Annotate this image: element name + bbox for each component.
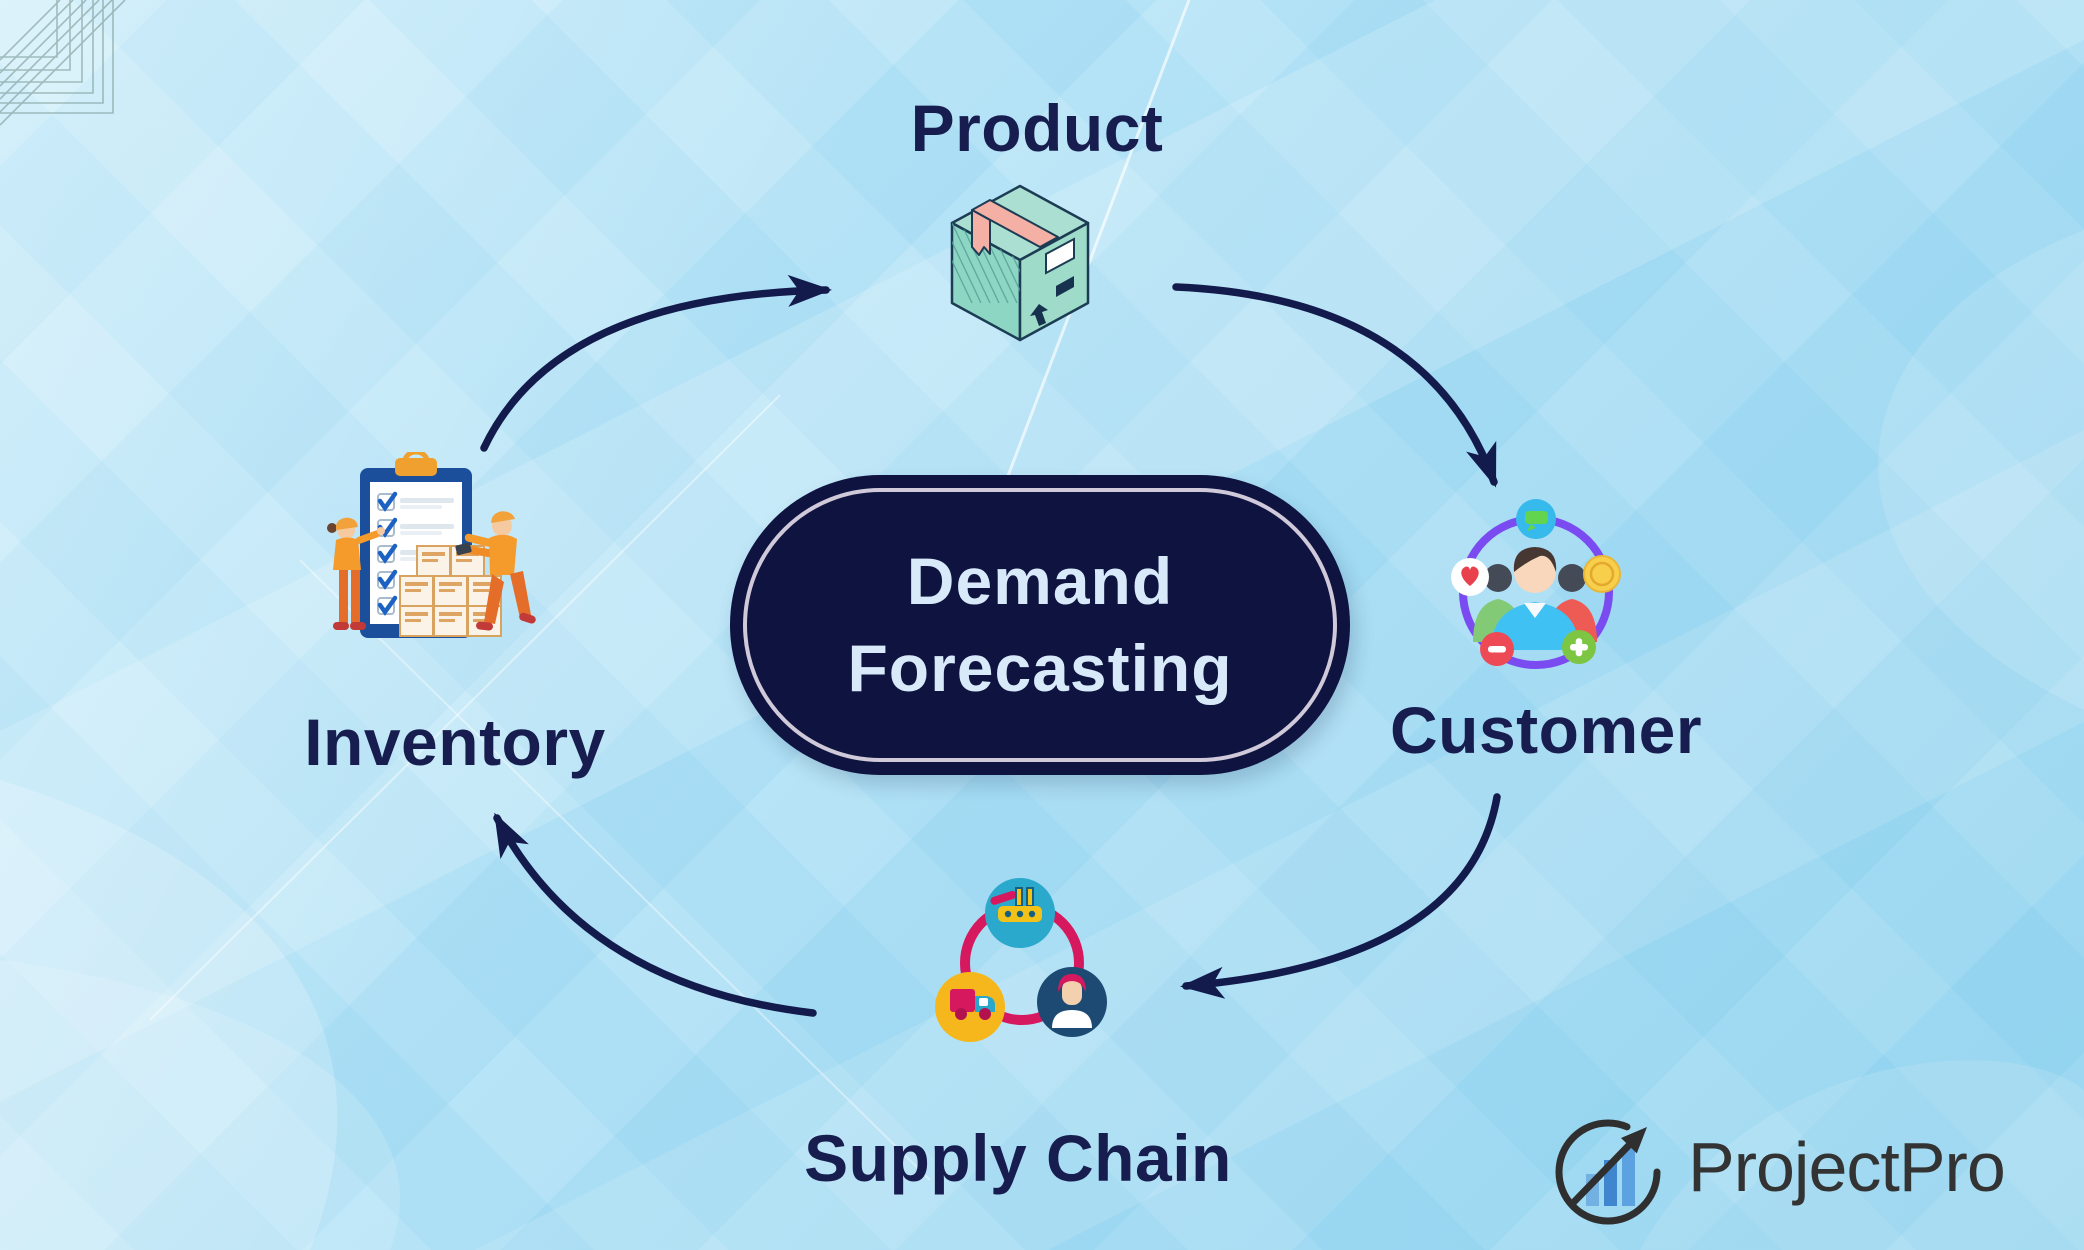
center-title-line2: Forecasting xyxy=(847,631,1233,705)
customer-group-icon xyxy=(1451,499,1621,669)
arrow-product-to-customer xyxy=(1172,283,1498,488)
inventory-checklist-icon xyxy=(327,452,536,638)
box-tape-hanging xyxy=(971,209,991,256)
worker-woman xyxy=(327,517,385,630)
center-title-pill: Demand Forecasting xyxy=(730,475,1350,775)
box-stamp xyxy=(1056,276,1074,297)
supply-chain-cycle-icon xyxy=(935,878,1107,1042)
label-customer: Customer xyxy=(1389,693,1703,767)
corner-squares-ornament xyxy=(0,0,126,126)
person-node xyxy=(1037,967,1107,1037)
arrow-supplychain-to-inventory xyxy=(493,812,817,1017)
brand-logo: ProjectPro xyxy=(1548,1102,2006,1232)
wave-shape xyxy=(0,780,338,1250)
customer-badges xyxy=(1451,499,1621,666)
box-tape-top xyxy=(971,199,1059,248)
label-product: Product xyxy=(910,91,1164,165)
customer-people xyxy=(1473,547,1597,650)
box-label xyxy=(1045,237,1075,275)
label-inventory: Inventory xyxy=(304,705,606,779)
center-title: Demand Forecasting xyxy=(847,538,1232,712)
box-arrow-mark xyxy=(1030,304,1048,326)
growth-chart-logo-icon xyxy=(1555,1119,1661,1225)
brand-name: ProjectPro xyxy=(1688,1128,2006,1206)
label-supply-chain: Supply Chain xyxy=(804,1121,1232,1195)
package-box-icon xyxy=(950,184,1090,342)
arrow-customer-to-supplychain xyxy=(1180,793,1501,999)
box-tape-lines xyxy=(405,552,496,622)
arrow-inventory-to-product xyxy=(480,274,832,452)
wave-shape xyxy=(1878,230,2084,710)
center-title-line1: Demand xyxy=(906,543,1174,618)
wave-shape xyxy=(0,960,400,1250)
factory-node xyxy=(985,878,1055,948)
worker-man xyxy=(455,511,536,631)
truck-node xyxy=(935,972,1005,1042)
